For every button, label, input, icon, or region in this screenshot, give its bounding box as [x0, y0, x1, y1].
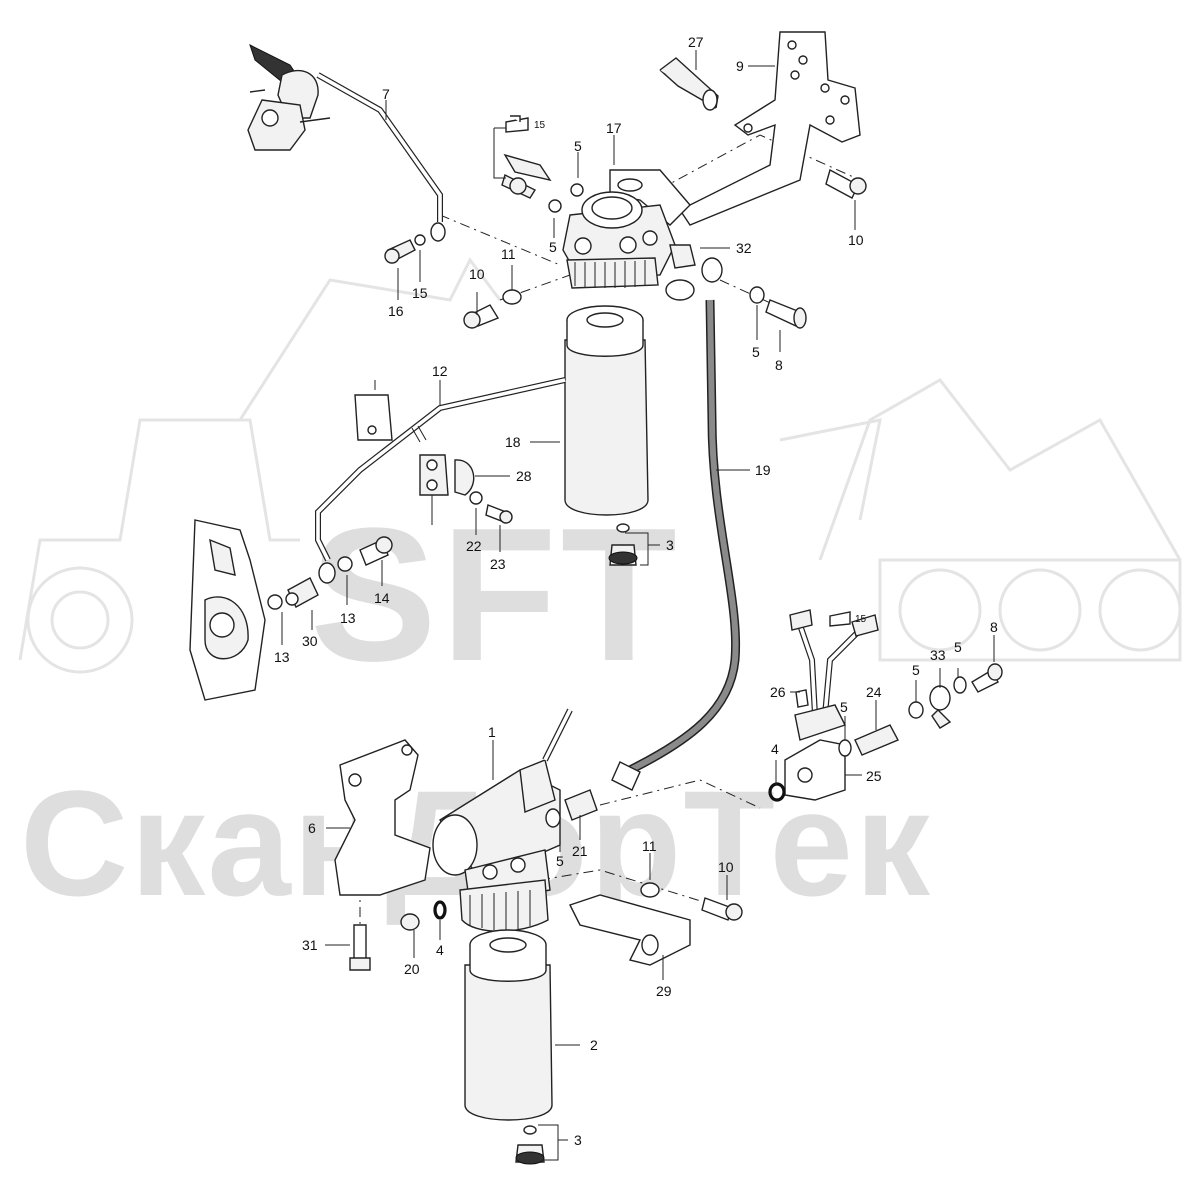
- drain-valve-3-bottom: [515, 1125, 545, 1165]
- fitting-21: [545, 789, 598, 828]
- callout-10-a: 10: [848, 232, 864, 248]
- fitting-32: [665, 244, 723, 301]
- callout-21: 21: [572, 843, 588, 859]
- bolt-10-lower: [640, 882, 743, 921]
- bolt-10-left: [463, 289, 522, 329]
- callout-11-a: 11: [501, 246, 516, 262]
- bolt-8-right: [971, 663, 1003, 693]
- lift-pump-1: [432, 708, 573, 932]
- callout-27: 27: [688, 34, 704, 50]
- callout-16: 16: [388, 303, 404, 319]
- callout-4-a: 4: [771, 741, 779, 757]
- callout-29: 29: [656, 983, 672, 999]
- callout-25: 25: [866, 768, 882, 784]
- callout-23: 23: [490, 556, 506, 572]
- callout-11-b: 11: [642, 838, 657, 854]
- callout-5-b: 5: [549, 239, 557, 255]
- callout-5-g: 5: [556, 853, 564, 869]
- callout-5-c: 5: [752, 344, 760, 360]
- callout-labels: 27 9 7 17 5 5 32 10 16 15 10 11 5 8 12 1…: [274, 34, 998, 1148]
- fuel-filter-18: [564, 305, 649, 516]
- watermark-machinery-outlines: [18, 257, 1182, 674]
- spacer-27: [659, 57, 719, 111]
- callout-2: 2: [590, 1037, 598, 1053]
- callout-10-b: 10: [469, 266, 485, 282]
- callout-5-f: 5: [840, 699, 848, 715]
- callout-26: 26: [770, 684, 786, 700]
- callout-1: 1: [488, 724, 496, 740]
- callout-3-b: 3: [574, 1132, 582, 1148]
- callout-22: 22: [466, 538, 482, 554]
- banjo-33: [929, 676, 967, 729]
- clip-bracket: [354, 394, 393, 441]
- sensor-block-26: [794, 689, 846, 741]
- callout-32: 32: [736, 240, 752, 256]
- callout-28: 28: [516, 468, 532, 484]
- filter-head-17: [562, 169, 691, 289]
- fuel-filter-2: [464, 929, 553, 1121]
- callout-8-a: 8: [775, 357, 783, 373]
- callout-10-c: 10: [718, 859, 734, 875]
- engine-block-fragment: [189, 519, 266, 701]
- clamp-28: [419, 454, 475, 496]
- fitting-30: [267, 577, 319, 610]
- bracket-29: [569, 894, 691, 966]
- callout-14: 14: [374, 590, 390, 606]
- bolt-31: [349, 924, 371, 971]
- bolt-23-washer-22: [469, 491, 513, 524]
- callout-19: 19: [755, 462, 771, 478]
- drain-valve-3-top: [608, 523, 638, 566]
- callout-3-a: 3: [666, 537, 674, 553]
- fuel-hose-19: [611, 299, 741, 791]
- callout-5-d: 5: [954, 639, 962, 655]
- injection-pump-part: [247, 44, 331, 151]
- fuel-pipe-12: [315, 377, 566, 562]
- callout-9: 9: [736, 58, 744, 74]
- callout-leaders: [281, 50, 995, 1161]
- pointing-hand-icon: [505, 115, 529, 133]
- pointing-hand-icon: [829, 611, 851, 627]
- block-25: [784, 739, 846, 801]
- callout-13-a: 13: [340, 610, 356, 626]
- bolt-10-top: [825, 168, 867, 199]
- bracket-9: [678, 31, 861, 226]
- adapter-24: [838, 701, 924, 757]
- oring-4-right: [768, 782, 786, 802]
- callout-33: 33: [930, 647, 946, 663]
- callout-13-b: 13: [274, 649, 290, 665]
- plug-20: [400, 900, 447, 931]
- callout-17: 17: [606, 120, 622, 136]
- sensor-harness: [789, 609, 879, 716]
- callout-7: 7: [382, 86, 390, 102]
- callout-8-b: 8: [990, 619, 998, 635]
- bolt-8-top: [749, 286, 807, 329]
- callout-24: 24: [866, 684, 882, 700]
- callout-18: 18: [505, 434, 521, 450]
- callout-12: 12: [432, 363, 448, 379]
- callout-5-e: 5: [912, 662, 920, 678]
- watermark-brand: SFT: [310, 489, 681, 701]
- banjo-bolt-16: [384, 234, 426, 264]
- pressure-sensor: [501, 153, 584, 213]
- callout-20: 20: [404, 961, 420, 977]
- callout-15: 15: [412, 285, 428, 301]
- callout-5-a: 5: [574, 138, 582, 154]
- fuel-pipe-7: [316, 72, 446, 242]
- reference-15-top-bracket: [493, 127, 506, 179]
- callout-31: 31: [302, 937, 318, 953]
- reference-15-top: 15: [534, 120, 546, 131]
- reference-15-right: 15: [855, 614, 867, 625]
- banjo-13-14: [318, 536, 393, 584]
- callout-6: 6: [308, 820, 316, 836]
- bracket-6: [334, 739, 431, 896]
- callout-4-b: 4: [436, 942, 444, 958]
- callout-30: 30: [302, 633, 318, 649]
